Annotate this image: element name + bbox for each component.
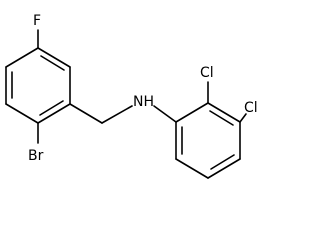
bond — [207, 158, 241, 179]
bond — [175, 158, 209, 179]
structure-diagram: F Br NH Cl Cl — [5, 13, 258, 179]
bromofluorophenyl-ring — [5, 47, 71, 124]
amine-label: NH — [133, 94, 154, 110]
bond — [175, 102, 209, 123]
chlorine-right-label: Cl — [244, 100, 258, 116]
bond-nh-to-ring — [153, 105, 177, 123]
bond — [37, 103, 71, 124]
double-bond-inner — [209, 110, 234, 126]
bond — [37, 47, 71, 68]
bond-ring-to-ch2 — [69, 103, 103, 124]
fluorine-label: F — [33, 13, 41, 29]
bond — [5, 47, 39, 68]
chlorine-upper-label: Cl — [200, 65, 214, 81]
bromine-label: Br — [28, 148, 44, 164]
bond-ch2-to-nh — [101, 105, 133, 124]
double-bond-inner — [40, 55, 65, 71]
molecule-drawing: F Br NH Cl Cl — [5, 13, 258, 179]
bond — [5, 103, 39, 124]
double-bond-inner — [210, 154, 235, 170]
double-bond-inner — [39, 100, 64, 116]
dichlorophenyl-ring — [175, 102, 241, 179]
bond — [207, 102, 241, 123]
bond-to-chlorine-right — [239, 113, 247, 123]
